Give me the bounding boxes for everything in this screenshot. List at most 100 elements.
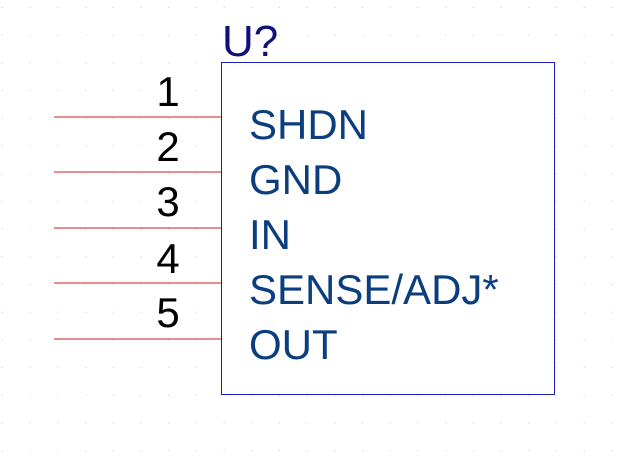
grid-dot [583,394,585,396]
grid-dot [389,450,391,452]
grid-dot [112,173,114,175]
grid-dot [306,394,308,396]
component-symbol[interactable]: U? 1 SHDN 2 GND 3 IN 4 SENSE/ADJ* 5 OUT [54,17,555,395]
grid-dot [57,62,59,64]
grid-dot [168,394,170,396]
grid-dot [168,228,170,230]
grid-dot [2,117,3,119]
pin-number: 2 [156,123,179,170]
grid-dot [112,117,114,119]
grid-dot [583,7,585,8]
grid-dot [112,284,114,285]
grid-dot [445,34,447,36]
pin-number: 5 [156,289,179,336]
grid-dot [472,394,474,396]
pin-4[interactable]: 4 SENSE/ADJ* [54,235,499,313]
pin-number: 1 [156,68,179,115]
grid-dot [251,422,253,424]
grid-dot [611,284,613,285]
grid-dot [556,284,557,285]
pin-name: SHDN [249,101,368,148]
grid-dot [85,228,87,230]
grid-dot [472,450,474,452]
reference-designator[interactable]: U? [222,17,278,66]
grid-dot [611,200,613,202]
grid-dot [611,228,613,230]
grid-dot [29,450,31,452]
grid-dot [417,7,419,8]
grid-dot [168,7,170,8]
grid-dot [85,34,87,36]
grid-dot [140,367,142,369]
grid-dot [112,450,114,452]
grid-dot [2,256,3,258]
grid-dot [251,450,253,452]
grid-dot [2,339,3,341]
grid-dot [417,34,419,36]
grid-dot [2,7,3,8]
grid-dot [85,173,87,175]
grid-dot [306,422,308,424]
grid-dot [195,311,197,313]
grid-dot [417,422,419,424]
grid-dot [2,367,3,369]
grid-dot [362,422,364,424]
grid-dot [334,394,336,396]
grid-dot [195,339,197,341]
grid-dot [223,422,225,424]
grid-dot [223,34,225,36]
grid-dot [306,7,308,8]
grid-dot [112,367,114,369]
component-body[interactable] [221,62,555,395]
grid-dot [168,200,170,202]
pin-5[interactable]: 5 OUT [54,289,338,368]
grid-dot [583,450,585,452]
grid-dot [57,145,59,147]
grid-dot [583,228,585,230]
grid-dot [500,422,502,424]
grid-dot [472,7,474,8]
grid-dot [500,34,502,36]
grid-dot [528,394,530,396]
grid-dot [2,173,3,175]
grid-dot [29,34,31,36]
grid-dot [85,7,87,8]
grid-dot [112,256,114,258]
grid-dot [445,422,447,424]
grid-dot [85,90,87,92]
grid-dot [195,394,197,396]
grid-dot [500,7,502,8]
grid-dot [556,34,557,36]
grid-dot [445,7,447,8]
grid-dot [223,394,225,396]
grid-dot [57,284,59,285]
grid-dot [112,34,114,36]
grid-dot [2,394,3,396]
grid-dot [29,90,31,92]
grid-dot [140,394,142,396]
grid-dot [583,62,585,64]
grid-dot [57,7,59,8]
grid-dot [417,450,419,452]
pin-2[interactable]: 2 GND [54,123,342,203]
grid-dot [57,90,59,92]
grid-dot [168,311,170,313]
grid-dot [85,367,87,369]
grid-dot [611,62,613,64]
pin-3[interactable]: 3 IN [54,178,291,258]
pin-1[interactable]: 1 SHDN [54,68,368,148]
grid-dot [2,422,3,424]
grid-dot [583,422,585,424]
grid-dot [140,256,142,258]
grid-dot [556,367,557,369]
grid-dot [168,173,170,175]
grid-dot [472,34,474,36]
grid-dot [583,367,585,369]
grid-dot [528,450,530,452]
grid-dot [168,367,170,369]
grid-dot [279,422,280,424]
grid-dot [556,200,557,202]
grid-dot [583,145,585,147]
grid-dot [195,422,197,424]
grid-dot [306,34,308,36]
